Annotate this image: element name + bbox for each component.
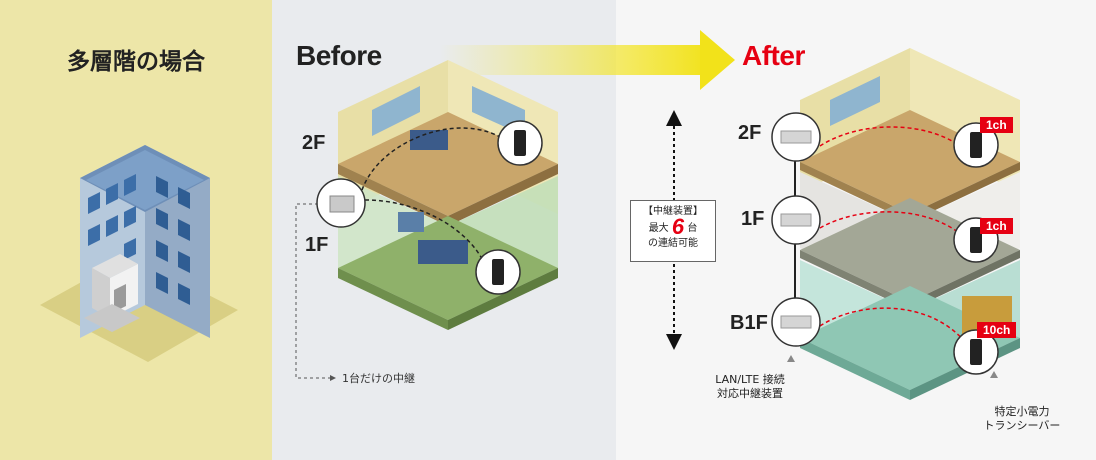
channel-badge-2f: 1ch (980, 117, 1013, 133)
before-radio-1f (475, 249, 521, 295)
repeater-info-box: 【中継装置】 最大 6 台 の連結可能 (630, 200, 716, 262)
after-floor-b1f: B1F (730, 312, 768, 334)
after-radio-b1f (953, 329, 999, 375)
info-box-footer: の連結可能 (648, 238, 698, 249)
info-box-count: 最大 6 台 (648, 214, 698, 239)
before-note: 1台だけの中継 (342, 372, 415, 385)
building-illustration (40, 145, 238, 362)
after-repeater-2f (771, 112, 821, 162)
info-box-heading: 【中継装置】 (643, 206, 703, 217)
radio-caption: 特定小電力 トランシーバー (983, 405, 1061, 432)
channel-badge-1f: 1ch (980, 218, 1013, 234)
after-repeater-1f (771, 195, 821, 245)
before-floor-2f: 2F (302, 132, 326, 154)
repeater-caption: LAN/LTE 接続 対応中継装置 (715, 373, 785, 400)
after-title: After (742, 40, 805, 71)
before-after-arrow (440, 30, 735, 90)
after-radio-2f (953, 122, 999, 168)
left-title: 多層階の場合 (67, 48, 205, 74)
after-floor-1f: 1F (741, 208, 765, 230)
before-repeater (316, 178, 366, 228)
before-title: Before (296, 40, 382, 71)
after-floor-2f: 2F (738, 122, 762, 144)
repeater-pointer-icon (787, 355, 795, 362)
channel-badge-b1f: 10ch (977, 322, 1017, 338)
before-radio-2f (497, 120, 543, 166)
max-count: 6 (671, 214, 685, 239)
radio-pointer-icon (990, 371, 998, 378)
after-repeater-b1f (771, 297, 821, 347)
before-floor-1f: 1F (305, 234, 329, 256)
